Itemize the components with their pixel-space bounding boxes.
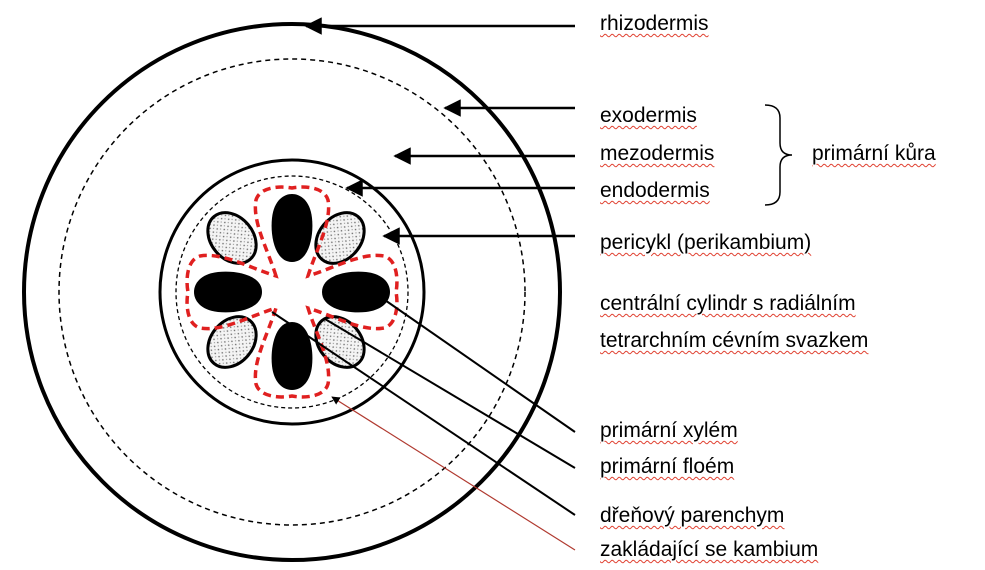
label-centralni-line2: tetrarchním cévním svazkem xyxy=(600,330,868,351)
cambium-pointer xyxy=(332,397,575,550)
primary-cortex-bracket xyxy=(765,105,792,205)
label-exodermis: exodermis xyxy=(600,105,697,126)
xylem-arm-left xyxy=(194,272,262,313)
label-endodermis: endodermis xyxy=(600,180,710,201)
rhizodermis-ring xyxy=(24,24,560,560)
xylem-pointer xyxy=(382,298,575,432)
xylem-arm-bottom xyxy=(272,322,313,390)
label-primarni-floem: primární floém xyxy=(600,456,734,477)
xylem-arm-top xyxy=(272,194,313,262)
phloem-group xyxy=(198,307,266,377)
exodermis-ring xyxy=(59,59,525,525)
label-primarni-xylem: primární xylém xyxy=(600,420,738,441)
label-mezodermis: mezodermis xyxy=(600,143,714,164)
label-pericykl: pericykl (perikambium) xyxy=(600,232,811,253)
label-rhizodermis: rhizodermis xyxy=(600,13,709,34)
label-kambium: zakládající se kambium xyxy=(600,539,818,560)
label-centralni-line1: centrální cylindr s radiálním xyxy=(600,293,856,314)
label-drenovy-parenchym: dřeňový parenchym xyxy=(600,505,784,526)
xylem-arm-right xyxy=(322,272,390,313)
label-primarni-kura: primární kůra xyxy=(812,143,936,164)
phloem-pointer xyxy=(325,319,575,468)
